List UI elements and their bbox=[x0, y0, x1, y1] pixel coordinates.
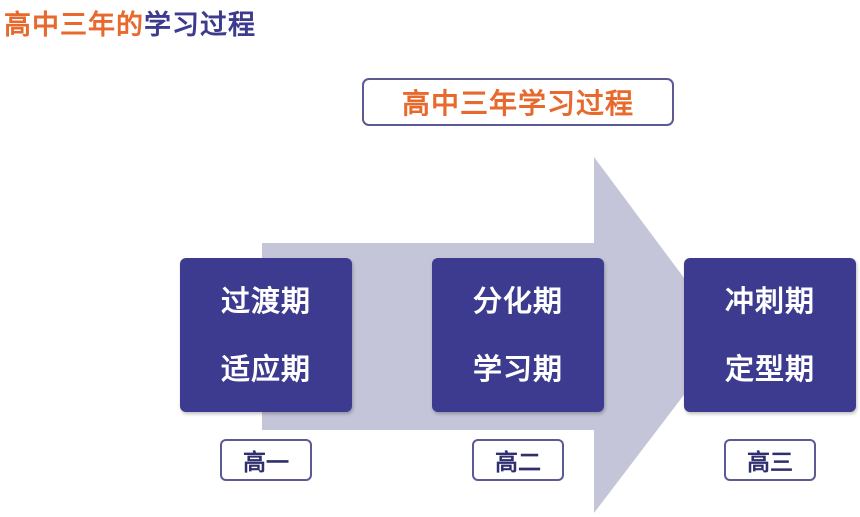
stage-box-3: 冲刺期 定型期 bbox=[684, 258, 856, 412]
year-tag-2: 高二 bbox=[472, 439, 564, 481]
page-title-part-a: 高中三年的 bbox=[4, 10, 144, 41]
stage-3-line-1: 冲刺期 bbox=[724, 284, 815, 318]
year-tag-1: 高一 bbox=[220, 439, 312, 481]
stage-1-line-1: 过渡期 bbox=[220, 284, 311, 318]
stage-3-line-2: 定型期 bbox=[724, 352, 815, 386]
stage-2-line-2: 学习期 bbox=[472, 352, 563, 386]
year-tag-3: 高三 bbox=[724, 439, 816, 481]
stage-box-2: 分化期 学习期 bbox=[432, 258, 604, 412]
page-title: 高中三年的学习过程 bbox=[4, 6, 256, 46]
diagram-title: 高中三年学习过程 bbox=[362, 78, 674, 126]
stage-2-line-1: 分化期 bbox=[472, 284, 563, 318]
stage-1-line-2: 适应期 bbox=[220, 352, 311, 386]
stage-box-1: 过渡期 适应期 bbox=[180, 258, 352, 412]
page-title-part-b: 学习过程 bbox=[144, 10, 256, 41]
